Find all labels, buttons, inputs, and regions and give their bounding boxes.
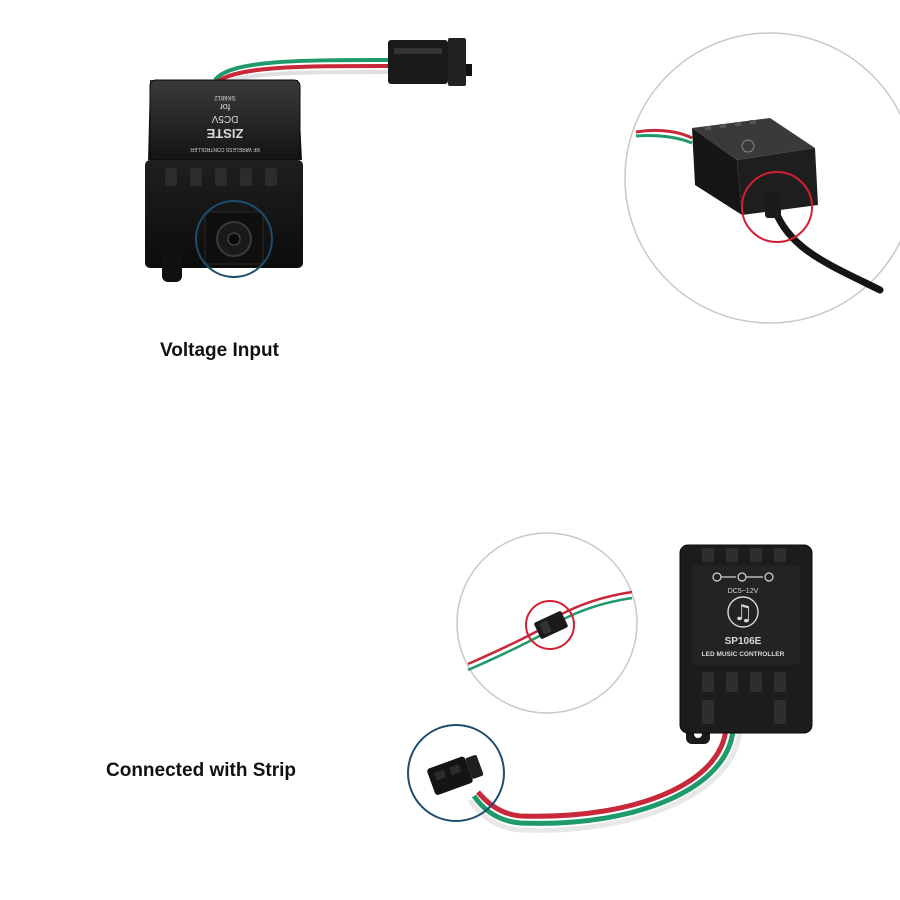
controller-top-line1: RF WIRELESS CONTROLLER — [190, 146, 260, 152]
controller-model-label: SP106E — [725, 636, 762, 647]
controller-top-left: SK6812 for DC5V ZISTE RF WIRELESS CONTRO… — [145, 38, 472, 282]
highlight-circle-joint — [525, 600, 575, 650]
controller-voltage-label: DC5~12V — [728, 588, 759, 595]
zoom-circle-top-right — [624, 32, 900, 324]
music-note-icon: ♫ — [727, 596, 759, 628]
controller-top-line5: SK6812 — [214, 94, 236, 100]
dc-jack — [204, 211, 264, 265]
controller-top-line2: ZISTE — [206, 126, 243, 141]
jst-connector-top — [388, 38, 472, 86]
caption-connected-with-strip: Connected with Strip — [106, 760, 296, 781]
controller-bottom-right: DC5~12V ♫ SP106E LED MUSIC CONTROLLER — [467, 544, 813, 833]
highlight-circle-connector — [407, 724, 505, 822]
highlight-circle-plug — [741, 171, 813, 243]
controller-top-line4: for — [220, 102, 231, 112]
caption-voltage-input: Voltage Input — [160, 340, 279, 361]
highlight-circle-voltage — [195, 200, 273, 278]
controller-top-line3: DC5V — [211, 113, 238, 124]
svg-text:♫: ♫ — [733, 601, 753, 626]
polarity-icon — [712, 572, 774, 582]
zoom-circle-connection — [456, 532, 638, 714]
jst-connector-strip — [407, 724, 505, 822]
controller-description-label: LED MUSIC CONTROLLER — [702, 651, 785, 658]
